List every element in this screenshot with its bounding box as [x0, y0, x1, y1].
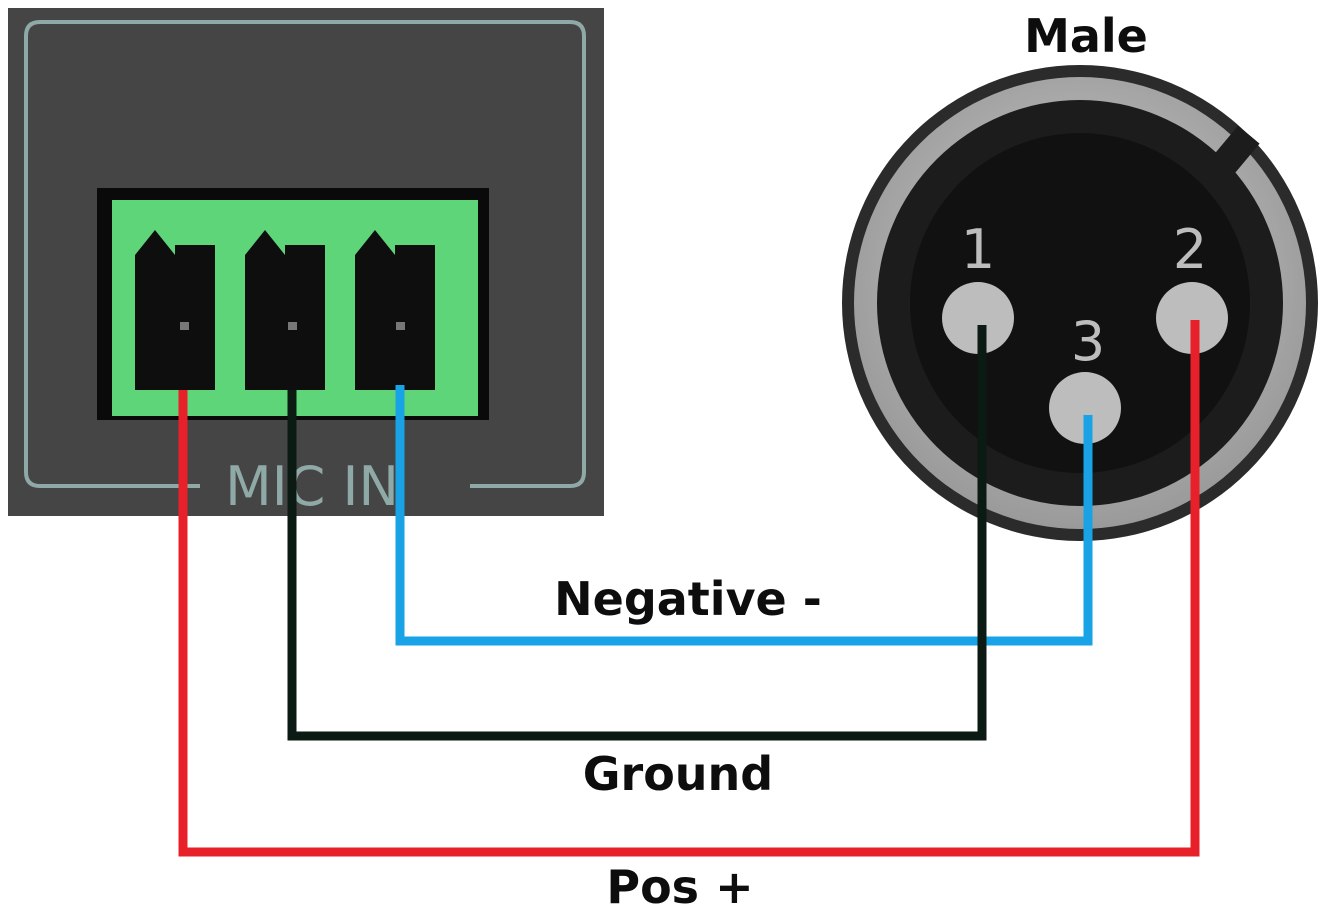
ground-label: Ground — [583, 747, 773, 801]
wire-negative — [395, 385, 1093, 646]
pos-label: Pos + — [606, 860, 753, 910]
pin-2-number: 2 — [1173, 218, 1207, 281]
pin-3-number: 3 — [1071, 310, 1105, 373]
mic-in-label: MIC IN — [225, 455, 399, 518]
xlr-pin-1 — [942, 282, 1014, 354]
male-label: Male — [1024, 9, 1148, 63]
xlr-male-connector: 1 2 3 — [842, 65, 1318, 541]
terminal-slot-3 — [355, 230, 435, 390]
terminal-block — [97, 188, 489, 420]
pin-1-number: 1 — [961, 218, 995, 281]
xlr-pin-2 — [1156, 282, 1228, 354]
terminal-slot-1 — [135, 230, 215, 390]
xlr-pin-3 — [1049, 372, 1121, 444]
wire-ground — [287, 325, 987, 741]
terminal-slot-2 — [245, 230, 325, 390]
panel-outline — [24, 20, 586, 488]
wire-positive — [178, 320, 1200, 857]
negative-label: Negative - — [554, 572, 822, 626]
